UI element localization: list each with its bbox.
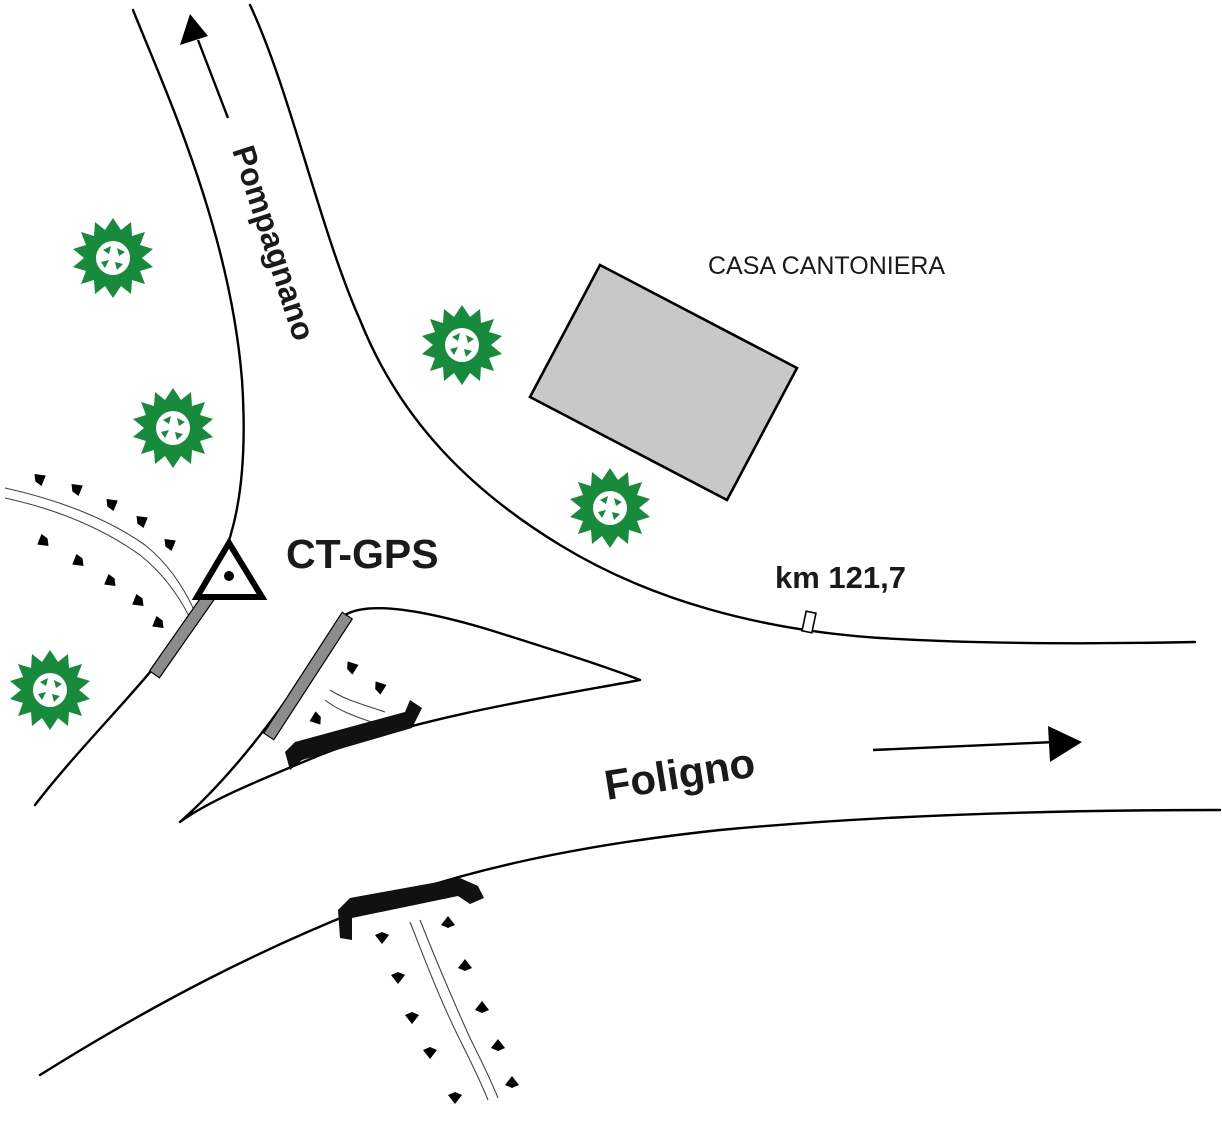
road-pompagnano-east-edge xyxy=(248,3,1197,645)
road-foligno-south-edge xyxy=(38,808,1222,1077)
gps-station-triangle-icon xyxy=(191,537,268,600)
casa-cantoniera-building xyxy=(528,263,799,502)
direction-arrow-icon xyxy=(180,14,230,119)
km-marker-icon xyxy=(801,610,817,634)
road-pompagnano-west-edge xyxy=(33,8,245,807)
casa-cantoniera-label: CASA CANTONIERA xyxy=(708,252,945,280)
bridge-icon xyxy=(285,700,422,770)
tree-icon xyxy=(422,305,502,385)
bridge-icon xyxy=(338,878,484,940)
km-label: km 121,7 xyxy=(775,560,906,595)
ct-gps-label: CT-GPS xyxy=(286,531,439,577)
culvert-west xyxy=(148,591,216,679)
stream-west xyxy=(4,469,196,633)
road-label-foligno: Foligno xyxy=(601,739,758,809)
tree-icon xyxy=(73,218,153,298)
culvert-island xyxy=(262,611,354,741)
stream-south xyxy=(375,916,519,1104)
tree-icon xyxy=(10,650,90,730)
direction-arrow-icon xyxy=(872,726,1082,762)
tree-icon xyxy=(133,388,213,468)
tree-icon xyxy=(570,468,650,548)
